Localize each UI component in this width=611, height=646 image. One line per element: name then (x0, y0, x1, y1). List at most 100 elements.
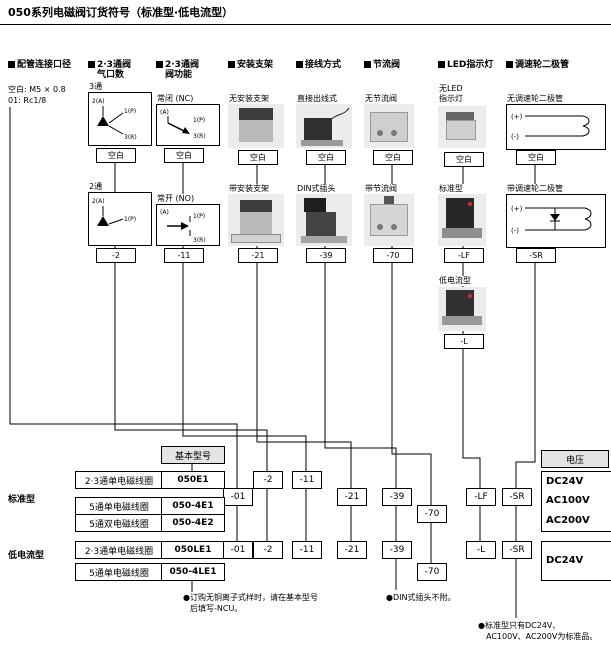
photo-shape (301, 236, 347, 243)
option-label: 带安装支架 (228, 184, 270, 194)
led-dot (468, 294, 472, 298)
code-cell: -SR (502, 541, 532, 559)
valve-symbol-3way-drawing: 2(A) 1(P) 3(R) (92, 98, 137, 141)
terminal-label: (+) (511, 205, 523, 213)
connector-line (9, 107, 238, 549)
model-cell: 050E1 (161, 471, 225, 489)
section-header-led: LED指示灯 (438, 60, 493, 70)
code-cell: -11 (292, 471, 322, 489)
port-label: 3(R) (193, 133, 206, 140)
port-size-option-blank: 空白: M5 × 0.8 (8, 85, 66, 94)
header-text: 调速轮二极管 (515, 60, 570, 70)
photo-shape (370, 112, 408, 142)
led-dot (468, 202, 472, 206)
section-header-throttle: 节流阀 (364, 60, 400, 70)
diode-symbol (550, 214, 560, 221)
coil-type-cell: 5通双电磁线圈 (75, 514, 163, 532)
option-label: 常开 (NO) (156, 194, 196, 204)
code-cell: -L (466, 541, 496, 559)
code-cell: -70 (417, 563, 447, 581)
section-marker-icon (364, 61, 371, 68)
footnote-din: ●DIN式插头不附。 (386, 593, 456, 602)
option-label: 无安装支架 (228, 94, 270, 104)
photo-shape (370, 204, 408, 236)
section-marker-icon (438, 61, 445, 68)
header-text: 安装支架 (237, 60, 274, 70)
coil-type-cell: 2·3通单电磁线圈 (75, 471, 163, 489)
valve-symbol-3way: 2(A) 1(P) 3(R) (88, 92, 152, 146)
coil-type-cell: 5通单电磁线圈 (75, 497, 163, 515)
valve-symbol-no-drawing: (A) 1(P) 3(R) (160, 209, 206, 243)
header-text: 节流阀 (373, 60, 401, 70)
model-cell: 050LE1 (161, 541, 225, 559)
circuit-with-diode: (+) (-) (506, 194, 606, 248)
valve-photo-lead-wire (296, 104, 352, 148)
port-label: 2(A) (92, 98, 105, 105)
valve-photo-led-standard (438, 194, 486, 246)
header-text: 接线方式 (305, 60, 342, 70)
port-label: 1(P) (193, 213, 205, 220)
circuit-with-diode-drawing: (+) (-) (511, 205, 592, 235)
voltage-value: DC24V (546, 555, 584, 566)
bracket-plate-shape (231, 234, 281, 243)
header-line2: 阀功能 (165, 70, 193, 80)
option-label: 带节流阀 (364, 184, 398, 194)
port-size-option-01: 01: Rc1/8 (8, 96, 47, 105)
terminal-label: (+) (511, 113, 523, 121)
option-label: DIN式插头 (296, 184, 337, 194)
option-label: 低电流型 (438, 276, 472, 286)
code-cell: -39 (382, 488, 412, 506)
footnote-ncu-line2: 后填写-NCU。 (190, 604, 243, 613)
option-code-box: -11 (164, 248, 204, 263)
terminal-label: (-) (511, 227, 519, 235)
section-marker-icon (506, 61, 513, 68)
port-label: 1(P) (193, 117, 205, 124)
option-code-box: -SR (516, 248, 556, 263)
option-code-box: 空白 (373, 150, 413, 165)
option-label: 常闭 (NC) (156, 94, 195, 104)
valve-photo-no-led (438, 106, 486, 148)
valve-symbol-nc-drawing: (A) 1(P) 3(R) (160, 109, 206, 140)
section-marker-icon (296, 61, 303, 68)
option-code-box: 空白 (444, 152, 484, 167)
model-cell: 050-4LE1 (161, 563, 225, 581)
voltage-box-low-current: DC24V (541, 541, 611, 581)
connector-line (182, 161, 307, 549)
page-title: 050系列电磁阀订货符号（标准型·低电流型） (8, 6, 234, 19)
option-code-box: 空白 (306, 150, 346, 165)
coil-type-cell: 2·3通单电磁线圈 (75, 541, 163, 559)
code-cell: -01 (223, 488, 253, 506)
photo-shape (239, 120, 273, 142)
section-header-diode: 调速轮二极管 (506, 60, 569, 70)
code-cell: -39 (382, 541, 412, 559)
photo-shape (240, 212, 272, 234)
code-cell: -2 (253, 471, 283, 489)
option-code-box: -39 (306, 248, 346, 263)
option-code-box: -L (444, 334, 484, 349)
option-code-box: 空白 (96, 148, 136, 163)
voltage-value: DC24V (546, 475, 584, 487)
header-line1: 2·3通阀 (165, 60, 199, 70)
option-code-box: -70 (373, 248, 413, 263)
photo-shape (446, 120, 476, 140)
voltage-value: AC100V (546, 495, 590, 507)
group-label-standard: 标准型 (8, 495, 36, 505)
port-label: (A) (160, 109, 169, 116)
port-hole-shape (391, 224, 397, 230)
photo-shape (301, 140, 343, 146)
header-text: 2·3通阀 气口数 (97, 60, 131, 80)
option-label: 标准型 (438, 184, 464, 194)
section-header-wiring: 接线方式 (296, 60, 341, 70)
section-header-bracket: 安装支架 (228, 60, 273, 70)
photo-shape (306, 212, 336, 236)
circuit-no-diode: (+) (-) (506, 104, 606, 150)
valve-photo-din-connector (296, 194, 352, 246)
option-label: 无节流阀 (364, 94, 398, 104)
valve-photo-led-low-current (438, 287, 486, 331)
photo-shape (304, 118, 332, 140)
photo-shape (240, 200, 272, 212)
option-label: 2通 (88, 182, 104, 192)
code-cell: -21 (337, 541, 367, 559)
option-code-box: 空白 (516, 150, 556, 165)
